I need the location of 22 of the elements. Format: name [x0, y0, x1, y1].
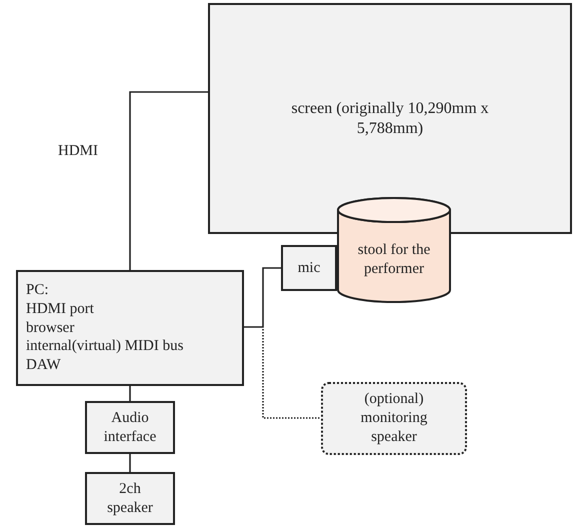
device-box	[85, 401, 175, 454]
optional-speaker-box	[321, 382, 467, 455]
node-label: mic	[298, 258, 320, 278]
device-box	[85, 472, 175, 525]
dotted-connector	[262, 329, 321, 419]
feature-text: HDMI port	[26, 300, 94, 319]
node-label: (optional) monitoring speaker	[360, 390, 428, 447]
device-box	[281, 245, 337, 291]
node-label: screen (originally 10,290mm x 5,788mm)	[290, 98, 490, 138]
connector-line	[129, 454, 131, 472]
node-label: stool for the performer	[356, 241, 432, 279]
connector-line	[244, 267, 281, 328]
node-label: 2ch speaker	[106, 480, 154, 518]
node-label: Audio interface	[102, 408, 158, 446]
device-heading: PC:	[26, 281, 49, 300]
device-box	[208, 3, 572, 234]
feature-text: browser	[26, 318, 74, 338]
feature-text: internal(virtual) MIDI bus	[26, 337, 184, 356]
feature-text: DAW	[26, 356, 61, 375]
connector-line	[129, 386, 131, 401]
device-box	[16, 270, 244, 386]
connector-line	[129, 91, 208, 270]
